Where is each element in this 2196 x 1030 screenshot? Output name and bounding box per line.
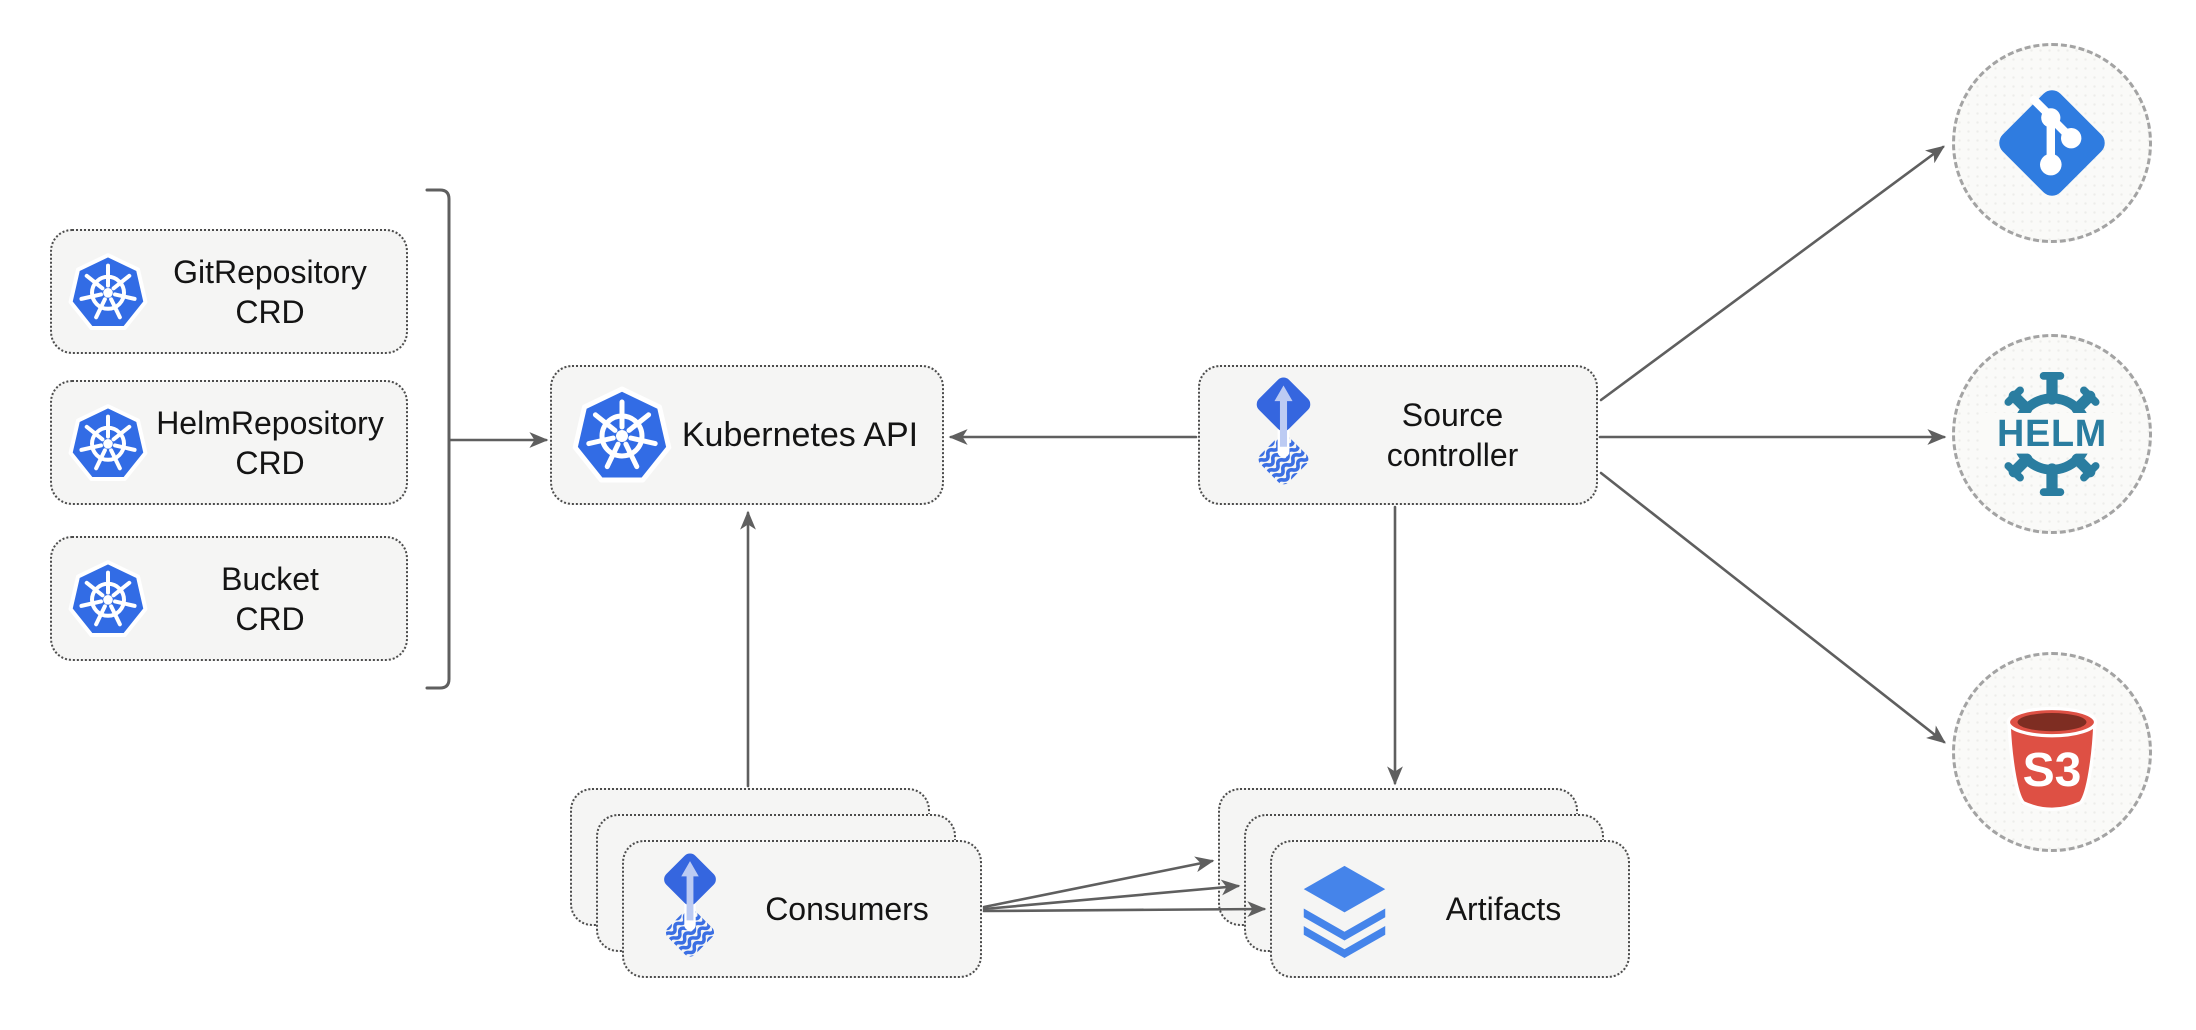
- layers-icon: [1296, 856, 1393, 963]
- artifacts-node: Artifacts: [1270, 840, 1630, 978]
- kubernetes-api-node: Kubernetes API: [550, 365, 944, 505]
- s3-target-circle: S3: [1952, 652, 2152, 852]
- bucket-crd-line1: Bucket: [221, 560, 319, 597]
- git-icon: [1992, 83, 2112, 203]
- kubernetes-icon: [572, 385, 672, 485]
- consumers-node: Consumers: [622, 840, 982, 978]
- arrow-consumers-to-artifacts-middle: [982, 879, 1241, 911]
- artifacts-label: Artifacts: [1445, 891, 1562, 927]
- source-controller-label: Source controller: [1323, 395, 1596, 475]
- arrow-source-controller-to-s3: [1599, 471, 1946, 744]
- helmrepository-crd-label: HelmRepository CRD: [148, 403, 406, 483]
- arrow-source-controller-to-git: [1599, 145, 1945, 402]
- kubernetes-icon: [68, 559, 148, 639]
- s3-bucket-icon: S3: [1987, 687, 2117, 817]
- crd-group-bracket: [425, 188, 451, 690]
- kubernetes-icon: [68, 403, 148, 483]
- gitrepository-crd-label: GitRepository CRD: [148, 252, 406, 332]
- gitrepository-crd-line2: CRD: [235, 293, 305, 330]
- flux-source-icon: [1244, 376, 1323, 494]
- source-controller-node: Source controller: [1198, 365, 1598, 505]
- arrow-consumers-to-artifacts-back: [982, 856, 1215, 909]
- helmrepository-crd-line1: HelmRepository: [156, 404, 384, 441]
- helm-icon: HELM: [1982, 364, 2122, 504]
- s3-wordmark: S3: [2023, 743, 2082, 797]
- flux-consumer-icon: [652, 852, 728, 966]
- source-controller-line2: controller: [1386, 437, 1519, 473]
- bucket-crd-line2: CRD: [235, 600, 305, 637]
- helmrepository-crd-line2: CRD: [235, 444, 305, 481]
- kubernetes-api-label: Kubernetes API: [681, 416, 919, 454]
- git-target-circle: [1952, 43, 2152, 243]
- bucket-crd-node: Bucket CRD: [50, 536, 408, 661]
- gitrepository-crd-line1: GitRepository: [173, 253, 367, 290]
- gitrepository-crd-node: GitRepository CRD: [50, 229, 408, 354]
- source-controller-line1: Source: [1401, 397, 1504, 433]
- helmrepository-crd-node: HelmRepository CRD: [50, 380, 408, 505]
- bucket-crd-label: Bucket CRD: [148, 559, 406, 639]
- helm-target-circle: HELM: [1952, 334, 2152, 534]
- helm-wordmark: HELM: [1997, 413, 2107, 455]
- kubernetes-icon: [68, 252, 148, 332]
- consumers-label: Consumers: [765, 891, 929, 927]
